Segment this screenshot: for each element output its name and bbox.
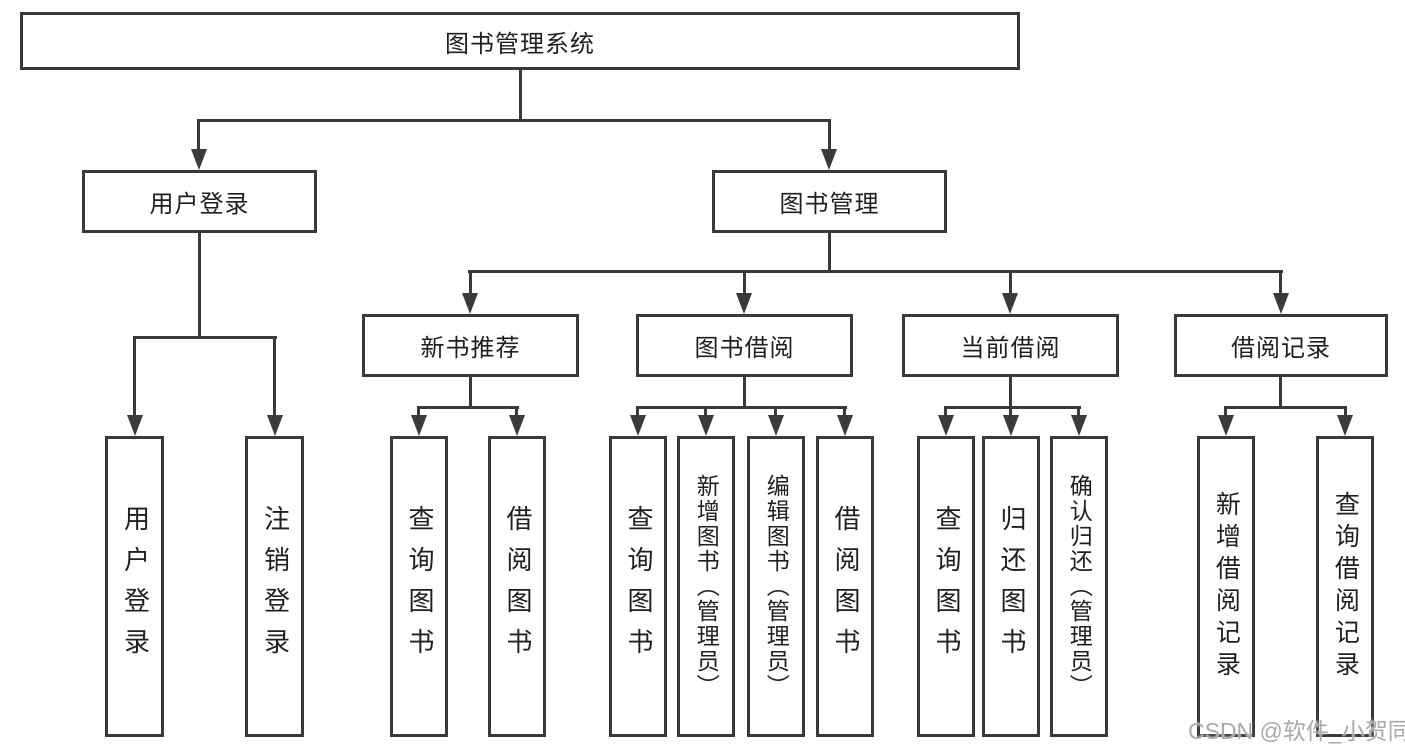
arrowhead-add-borrow-record [1218, 415, 1234, 436]
leaf-borrow-books-2-label: 借阅图书 [830, 504, 861, 669]
leaf-add-borrow-record: 新增借阅记录 [1197, 436, 1255, 737]
connector-bookmgmt-bar [468, 270, 1283, 273]
connector-bookmgmt-arm-1 [469, 270, 472, 294]
node-borrow-records: 借阅记录 [1174, 314, 1388, 377]
arrowhead-book-management [821, 149, 837, 170]
leaf-search-borrow-record-label: 查询借阅记录 [1331, 490, 1360, 683]
arrowhead-return-books [1003, 415, 1019, 436]
connector-records-stem [1279, 377, 1282, 408]
arrowhead-user-login [191, 149, 207, 170]
node-root-label: 图书管理系统 [445, 30, 595, 58]
connector-currentborrow-stem [1009, 377, 1012, 408]
connector-bookborrow-arm-1 [636, 406, 639, 416]
connector-records-bar [1224, 406, 1347, 409]
arrowhead-search-books-2 [630, 415, 646, 436]
connector-root-bar [197, 119, 831, 122]
node-current-borrow-label: 当前借阅 [960, 335, 1061, 362]
arrowhead-search-books-3 [938, 415, 954, 436]
connector-bookborrow-arm-2 [704, 406, 707, 416]
leaf-search-books-1: 查询图书 [390, 436, 448, 737]
node-book-management: 图书管理 [712, 170, 947, 233]
connector-newbook-arm-1 [417, 406, 420, 416]
leaf-search-books-3: 查询图书 [917, 436, 975, 737]
node-book-borrow-label: 图书借阅 [694, 335, 795, 362]
leaf-borrow-books-2: 借阅图书 [816, 436, 874, 737]
node-book-borrow: 图书借阅 [636, 314, 853, 377]
arrowhead-leaf-logout [267, 415, 283, 436]
node-new-book-recommend: 新书推荐 [362, 314, 579, 377]
arrowhead-search-books-1 [411, 415, 427, 436]
leaf-logout-label: 注销登录 [260, 504, 291, 669]
connector-records-arm-2 [1344, 406, 1347, 416]
arrowhead-add-books-admin [698, 415, 714, 436]
leaf-confirm-return-admin-label: 确认归还（管理员） [1066, 474, 1093, 699]
connector-root-arm-left [197, 119, 200, 151]
connector-bookmgmt-arm-2 [743, 270, 746, 294]
arrowhead-borrow-books-1 [509, 415, 525, 436]
arrowhead-search-borrow-record [1337, 415, 1353, 436]
connector-userlogin-arm-right [273, 336, 276, 416]
leaf-search-books-2-label: 查询图书 [623, 504, 654, 669]
connector-currentborrow-arm-2 [1009, 406, 1012, 416]
connector-bookborrow-stem [743, 377, 746, 408]
connector-userlogin-stem [198, 233, 201, 337]
leaf-edit-books-admin: 编辑图书（管理员） [747, 436, 805, 737]
connector-root-arm-right [828, 119, 831, 151]
node-borrow-records-label: 借阅记录 [1231, 335, 1331, 362]
leaf-search-books-1-label: 查询图书 [404, 504, 435, 669]
arrowhead-borrow-records [1273, 293, 1289, 314]
leaf-borrow-books-1: 借阅图书 [488, 436, 546, 737]
arrowhead-leaf-user-login [127, 415, 143, 436]
connector-bookmgmt-arm-4 [1279, 270, 1282, 294]
connector-root-stem [519, 70, 522, 121]
node-user-login: 用户登录 [82, 170, 317, 233]
csdn-watermark: CSDN @软件_小贺同学 [1188, 718, 1405, 744]
connector-newbook-arm-2 [515, 406, 518, 416]
leaf-search-borrow-record: 查询借阅记录 [1316, 436, 1374, 737]
leaf-return-books-label: 归还图书 [996, 504, 1027, 669]
arrowhead-edit-books-admin [768, 415, 784, 436]
leaf-add-books-admin-label: 新增图书（管理员） [693, 474, 720, 699]
connector-bookborrow-arm-4 [843, 406, 846, 416]
leaf-add-borrow-record-label: 新增借阅记录 [1212, 490, 1241, 683]
connector-bookborrow-arm-3 [774, 406, 777, 416]
connector-currentborrow-bar [944, 406, 1081, 409]
leaf-confirm-return-admin: 确认归还（管理员） [1050, 436, 1108, 737]
leaf-borrow-books-1-label: 借阅图书 [502, 504, 533, 669]
arrowhead-borrow-books-2 [837, 415, 853, 436]
node-new-book-recommend-label: 新书推荐 [420, 335, 521, 362]
arrowhead-new-book-recommend [462, 293, 478, 314]
connector-records-arm-1 [1224, 406, 1227, 416]
node-root: 图书管理系统 [20, 12, 1020, 70]
connector-userlogin-bar [133, 336, 277, 339]
connector-currentborrow-arm-1 [944, 406, 947, 416]
leaf-search-books-3-label: 查询图书 [931, 504, 962, 669]
connector-currentborrow-arm-3 [1077, 406, 1080, 416]
arrowhead-book-borrow [736, 293, 752, 314]
leaf-user-login: 用户登录 [105, 436, 164, 737]
leaf-return-books: 归还图书 [982, 436, 1040, 737]
leaf-search-books-2: 查询图书 [609, 436, 667, 737]
connector-newbook-bar [417, 406, 519, 409]
node-user-login-label: 用户登录 [149, 191, 250, 218]
connector-newbook-stem [469, 377, 472, 408]
arrowhead-current-borrow [1002, 293, 1018, 314]
connector-userlogin-arm-left [133, 336, 136, 416]
connector-bookmgmt-stem [828, 233, 831, 273]
node-book-management-label: 图书管理 [779, 191, 880, 218]
leaf-logout: 注销登录 [245, 436, 304, 737]
connector-bookborrow-bar [636, 406, 847, 409]
node-current-borrow: 当前借阅 [902, 314, 1119, 377]
arrowhead-confirm-return-admin [1071, 415, 1087, 436]
connector-bookmgmt-arm-3 [1009, 270, 1012, 294]
leaf-user-login-label: 用户登录 [120, 504, 151, 669]
leaf-add-books-admin: 新增图书（管理员） [677, 436, 735, 737]
leaf-edit-books-admin-label: 编辑图书（管理员） [763, 474, 790, 699]
